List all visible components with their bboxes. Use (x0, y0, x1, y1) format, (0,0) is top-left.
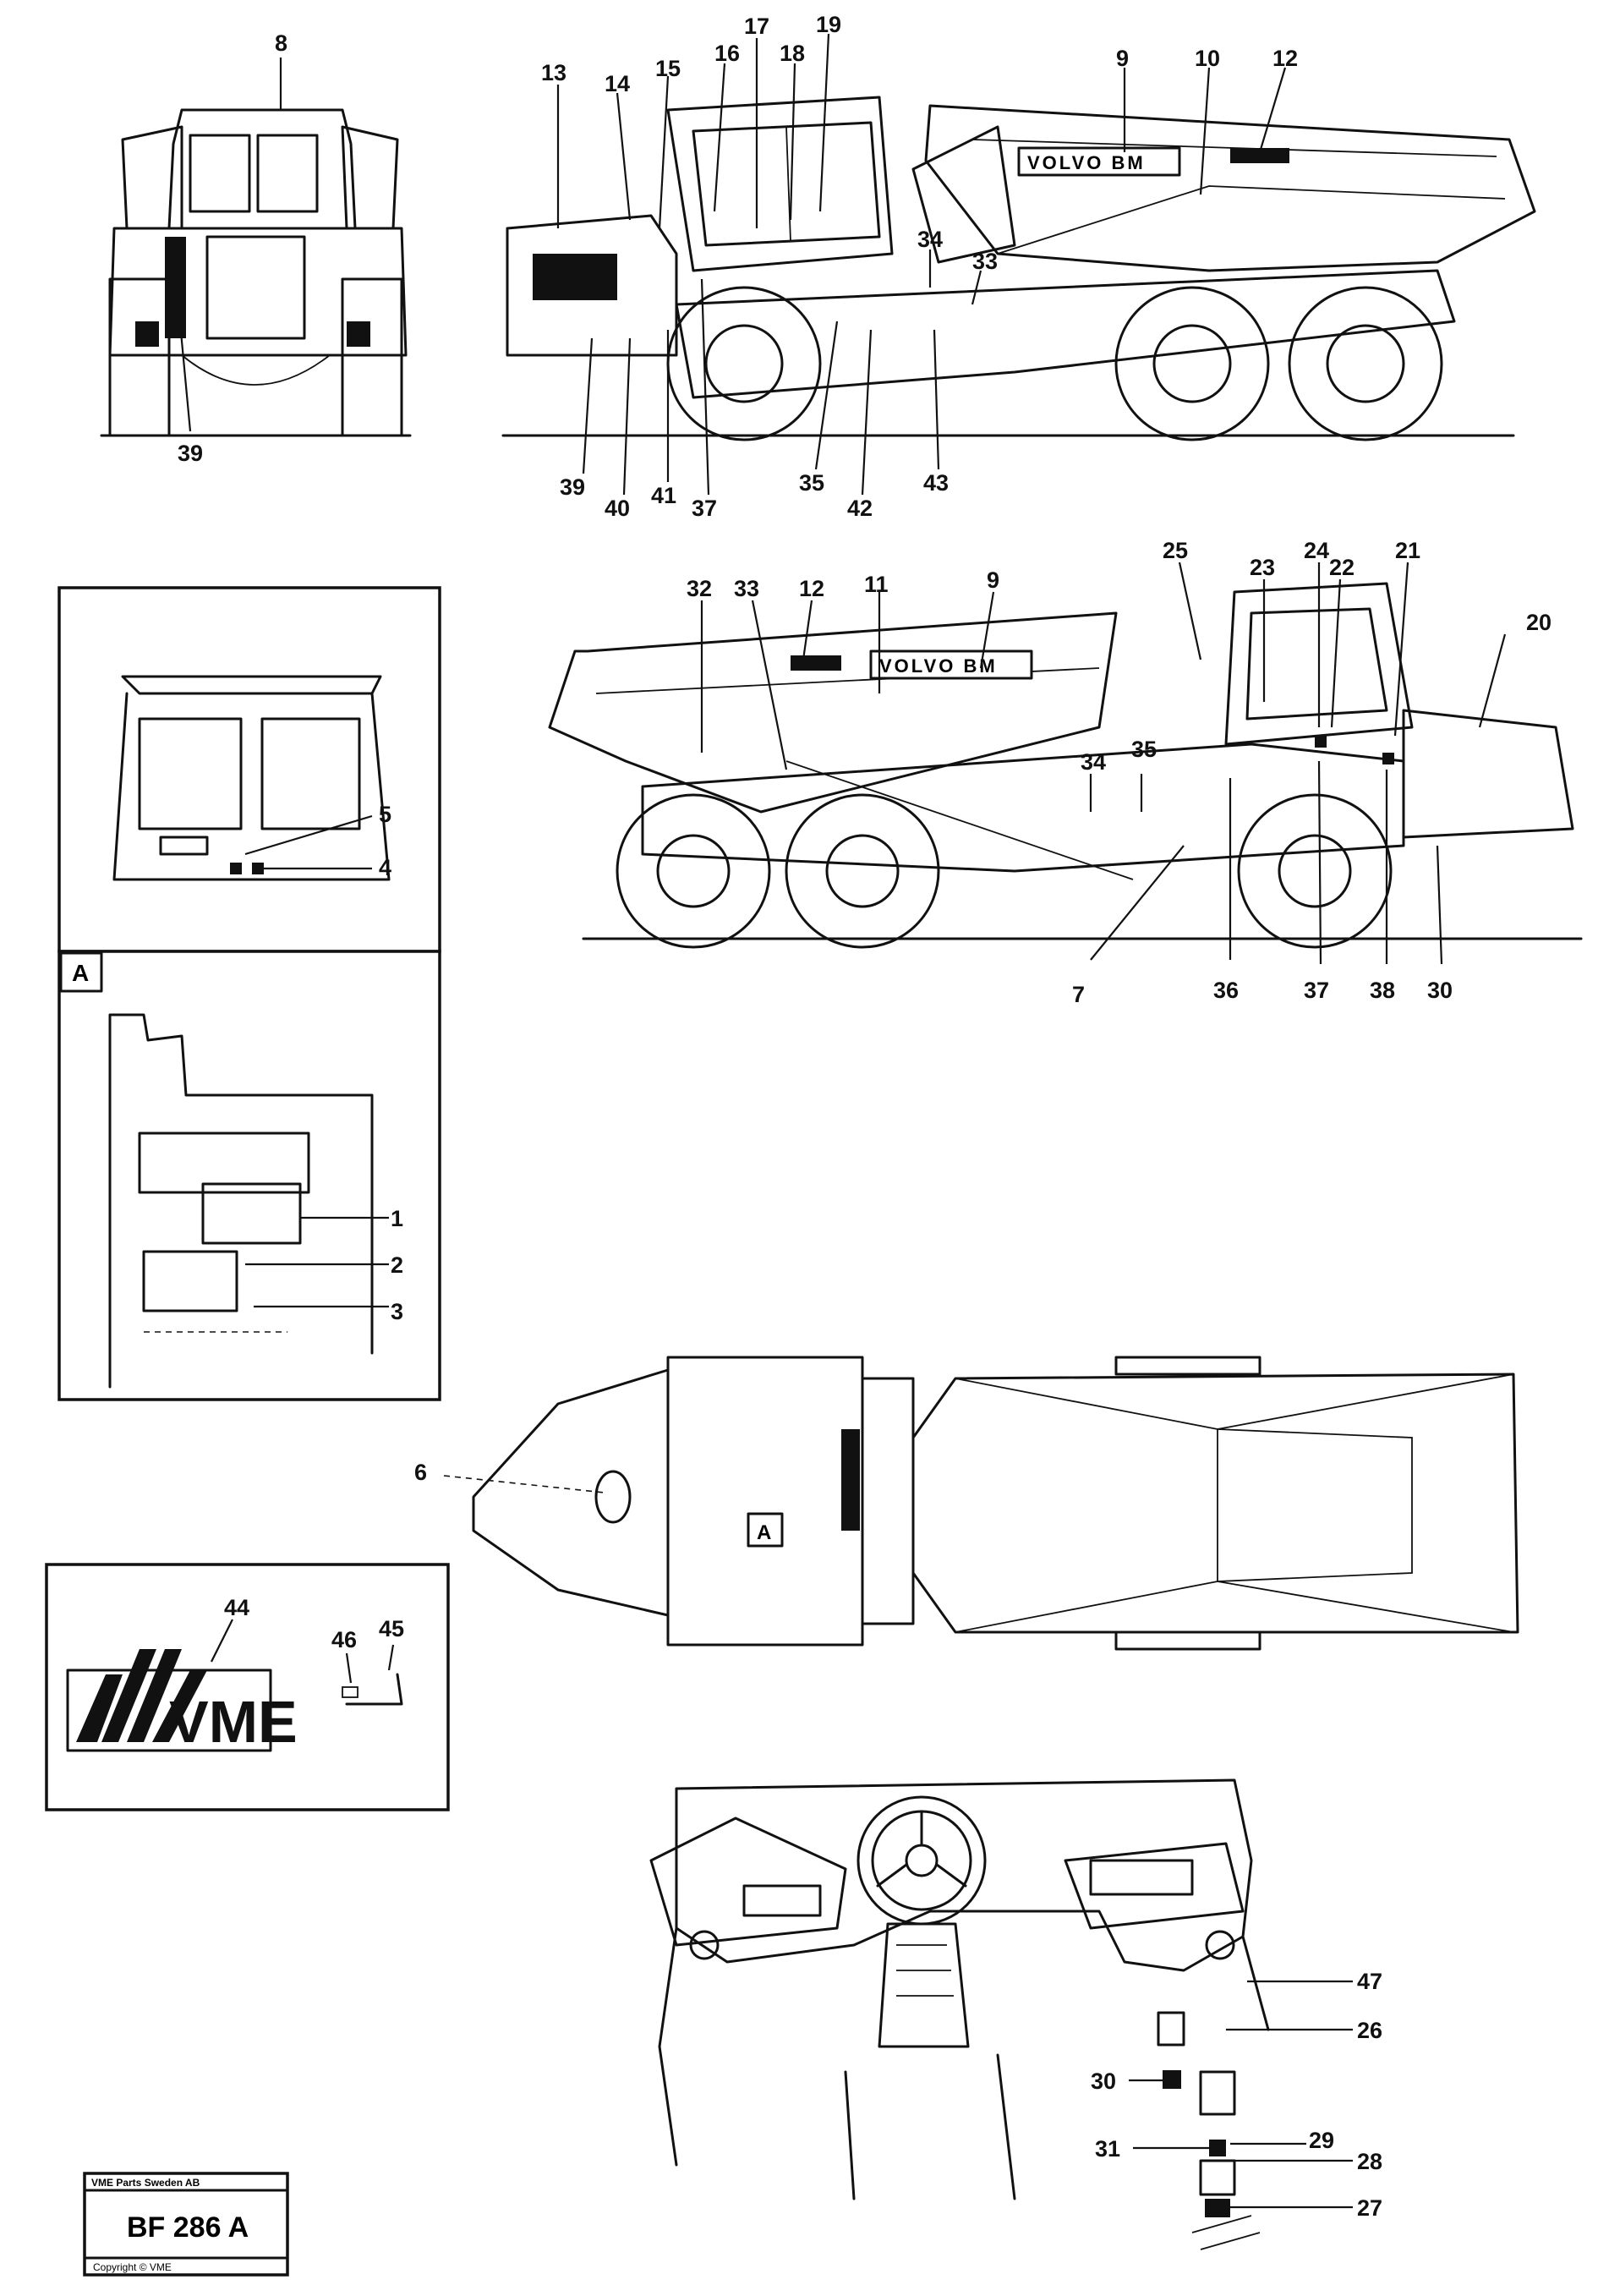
callout-a-1: 1 (391, 1206, 403, 1231)
callout-left-12: 12 (1272, 46, 1298, 71)
callout-right-30: 32 (687, 576, 712, 601)
reference-stamp: VME Parts Sweden AB BF 286 A Copyright ©… (83, 2172, 289, 2277)
right-side-view: VOLVO BM (548, 562, 1583, 965)
top-view-a-marker: A (757, 1521, 771, 1544)
logo-text: VME (169, 1689, 298, 1755)
callout-left-39: 39 (560, 474, 585, 500)
stamp-footer: Copyright © VME (93, 2261, 172, 2273)
callout-right-21: 21 (1395, 538, 1420, 563)
callout-left-40: 40 (605, 496, 630, 521)
callout-right-32: 33 (734, 576, 759, 601)
callout-logo-44: 44 (224, 1595, 249, 1620)
top-view: A (443, 1356, 1519, 1651)
stamp-header: VME Parts Sweden AB (91, 2177, 200, 2189)
callout-right-12: 12 (799, 576, 824, 601)
callout-right-37: 38 (1370, 978, 1395, 1003)
callout-dash-31: 31 (1095, 2136, 1120, 2162)
callout-left-37: 37 (692, 496, 717, 521)
callout-logo-46: 46 (331, 1627, 357, 1652)
callout-left-33: 33 (972, 249, 998, 274)
callout-right-25: 25 (1163, 538, 1188, 563)
callout-dash-28: 28 (1357, 2149, 1382, 2174)
callout-left-15: 15 (655, 56, 681, 81)
callout-logo-45: 45 (379, 1616, 404, 1641)
callout-right-24: 24 (1304, 538, 1329, 563)
callout-left-42: 42 (847, 496, 873, 521)
callout-right-9: 9 (987, 567, 999, 593)
callout-left-43: 43 (923, 470, 949, 496)
callout-left-35: 35 (799, 470, 824, 496)
callout-left-17: 17 (744, 14, 769, 39)
callout-left-13: 13 (541, 60, 566, 85)
drawing-reference: BF 286 A (127, 2211, 249, 2244)
callout-front-8: 8 (275, 30, 287, 56)
cab-detail-box (57, 586, 441, 953)
detail-a-label: A (72, 960, 89, 986)
body-text-right: VOLVO BM (879, 655, 998, 677)
callout-right-33: 34 (1081, 749, 1106, 775)
callout-right-20: 20 (1526, 610, 1552, 635)
callout-right-11: 11 (864, 572, 889, 597)
callout-top-6: 6 (414, 1460, 427, 1485)
logo-box: VME (45, 1563, 450, 1811)
callout-right-7: 7 (1072, 982, 1085, 1007)
callout-right-34: 35 (1131, 737, 1157, 762)
callout-cab-4: 4 (379, 855, 391, 880)
detail-a-box: A (57, 950, 441, 1401)
body-text-left: VOLVO BM (1027, 152, 1146, 173)
left-side-view: VOLVO BM (501, 33, 1536, 496)
callout-dash-47: 47 (1357, 1969, 1382, 1994)
callout-dash-27: 27 (1357, 2195, 1382, 2221)
callout-left-10: 10 (1195, 46, 1220, 71)
callout-right-22: 22 (1329, 555, 1355, 580)
callout-cab-5: 5 (379, 802, 391, 827)
callout-left-19: 19 (816, 12, 841, 37)
callout-a-3: 3 (391, 1299, 403, 1324)
callout-dash-29: 29 (1309, 2128, 1334, 2153)
callout-a-2: 2 (391, 1252, 403, 1278)
callout-right-36: 37 (1304, 978, 1329, 1003)
callout-right-23: 23 (1250, 555, 1275, 580)
callout-left-14: 14 (605, 71, 630, 96)
callout-left-34: 34 (917, 227, 943, 252)
dashboard-view (649, 1778, 1353, 2250)
callout-left-16: 16 (714, 41, 740, 66)
callout-dash-26: 26 (1357, 2018, 1382, 2043)
callout-dash-30: 30 (1091, 2069, 1116, 2094)
callout-left-18: 18 (780, 41, 805, 66)
callout-left-41: 41 (651, 483, 676, 508)
callout-left-9: 9 (1116, 46, 1129, 71)
callout-right-35: 36 (1213, 978, 1239, 1003)
front-view (100, 58, 412, 437)
callout-front-39: 39 (178, 441, 203, 466)
vme-logo: VME (76, 1649, 298, 1755)
callout-right-38: 30 (1427, 978, 1453, 1003)
